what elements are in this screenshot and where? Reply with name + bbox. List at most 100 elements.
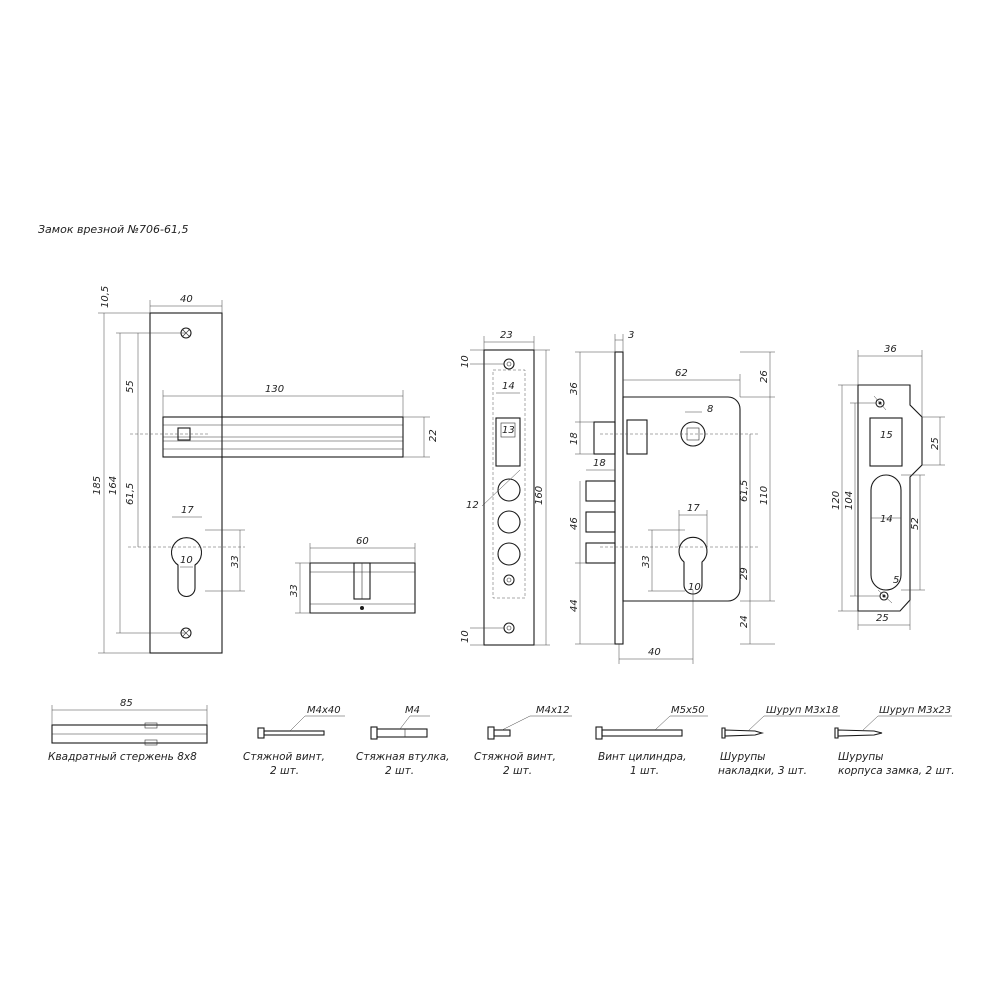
dimension-label: М5х50 — [671, 705, 705, 716]
dimension-label: корпуса замка, 2 шт. — [838, 765, 955, 777]
deadbolt — [593, 421, 616, 455]
dimension-label: 3 — [628, 330, 634, 341]
dimension-label: накладки, 3 шт. — [718, 765, 807, 777]
dimension-label: 40 — [180, 294, 193, 305]
dimension-label: 36 — [569, 382, 580, 395]
latch-1 — [585, 480, 616, 502]
accessory-tie-screw-m4x12: М4х12 Стяжной винт, 2 шт. — [474, 705, 572, 777]
accessories-row: 85 Квадратный стержень 8х8 М4х40 Стяжной… — [48, 698, 955, 777]
cylinder-body — [309, 562, 416, 614]
strike-bolt-hole — [869, 417, 903, 467]
accessory-tie-screw-m4x40: М4х40 Стяжной винт, 2 шт. — [243, 705, 345, 777]
faceplate-view: 23 14 13 10 10 160 12 — [460, 330, 550, 646]
dimension-label: 26 — [759, 370, 770, 383]
dimension-label: 60 — [356, 536, 369, 547]
dimension-label: 25 — [930, 437, 941, 450]
dimension-label: 52 — [910, 517, 921, 530]
dimension-label: 24 — [739, 615, 750, 628]
accessory-square-rod: 85 Квадратный стержень 8х8 — [48, 698, 208, 763]
faceplate — [483, 349, 535, 646]
dimension-label: 33 — [289, 584, 300, 597]
dimension-label: Стяжной винт, — [243, 751, 325, 763]
dimension-label: 40 — [648, 647, 661, 658]
dimension-label: 104 — [844, 491, 855, 510]
dimension-label: 15 — [880, 430, 893, 441]
dimension-label: 14 — [502, 381, 515, 392]
dimension-label: 10,5 — [100, 286, 111, 308]
dimension-label: 5 — [893, 575, 899, 586]
strike-latch-slot — [870, 474, 902, 591]
dimension-label: Винт цилиндра, — [598, 751, 686, 763]
handle-plate-view: 40 10,5 185 164 55 61,5 130 22 17 10 33 — [92, 286, 439, 654]
dimension-label: М4х12 — [536, 705, 570, 716]
dimension-label: Стяжная втулка, — [356, 751, 450, 763]
dimension-label: 164 — [108, 476, 119, 495]
dimension-label: 22 — [428, 429, 439, 442]
dimension-label: 33 — [230, 555, 241, 568]
dimension-label: 10 — [180, 555, 193, 566]
dimension-label: 55 — [125, 380, 136, 393]
accessory-cylinder-screw-m5x50: М5х50 Винт цилиндра, 1 шт. — [595, 705, 708, 777]
dimension-label: 44 — [569, 599, 580, 612]
handle-plate — [149, 312, 223, 654]
dimension-label: 8 — [707, 404, 713, 415]
dimension-label: 12 — [466, 500, 479, 511]
spindle-square-hole — [495, 417, 521, 467]
dimension-label: 120 — [831, 491, 842, 510]
cylinder-view: 60 33 — [289, 536, 416, 614]
dimension-label: 14 — [880, 514, 893, 525]
dimension-label: 17 — [687, 503, 700, 514]
latch-roller-2 — [497, 510, 521, 534]
dimension-label: 46 — [569, 517, 580, 530]
strike-plate-view: 36 25 120 104 15 14 52 5 25 — [831, 344, 945, 630]
dimension-label: 18 — [569, 432, 580, 445]
spindle-square — [177, 427, 191, 441]
dimension-label: 33 — [641, 555, 652, 568]
dimension-label: Шурупы — [838, 751, 883, 763]
dimension-label: Шуруп М3х23 — [879, 705, 951, 716]
dimension-label: 110 — [759, 486, 770, 505]
dimension-label: Квадратный стержень 8х8 — [48, 751, 197, 763]
dimension-label: Шуруп М3х18 — [766, 705, 838, 716]
dimension-label: 25 — [876, 613, 889, 624]
faceplate-screw-mid — [503, 574, 515, 586]
dimension-label: 29 — [739, 567, 750, 580]
lock-faceplate-edge — [614, 351, 624, 645]
dimension-label: 1 шт. — [630, 765, 659, 777]
dimension-label: 18 — [593, 458, 606, 469]
dimension-label: Стяжной винт, — [474, 751, 556, 763]
dimension-label: Шурупы — [720, 751, 765, 763]
latch-3 — [585, 542, 616, 564]
dimension-label: 2 шт. — [503, 765, 532, 777]
dimension-label: 23 — [500, 330, 513, 341]
dimension-label: 130 — [265, 384, 284, 395]
dimension-label: 85 — [120, 698, 133, 709]
latch-roller-1 — [497, 478, 521, 502]
dimension-label: М4х40 — [307, 705, 341, 716]
dimension-label: 10 — [688, 582, 701, 593]
dimension-label: 61,5 — [125, 483, 136, 505]
dimension-label: 160 — [534, 486, 545, 505]
dimension-label: 61,5 — [739, 480, 750, 502]
dimension-label: 2 шт. — [270, 765, 299, 777]
dimension-label: 10 — [460, 630, 471, 643]
lockbody-cylinder-hole — [678, 536, 708, 595]
accessory-tie-sleeve-m4: М4 Стяжная втулка, 2 шт. — [356, 705, 450, 777]
cylinder-keyhole — [171, 537, 202, 597]
faceplate-screw-top — [503, 358, 515, 370]
drawing-title: Замок врезной №706-61,5 — [38, 223, 189, 236]
accessory-wood-screw-m3x18: Шуруп М3х18 Шурупы накладки, 3 шт. — [718, 705, 840, 777]
dimension-label: 36 — [884, 344, 897, 355]
dimension-label: 10 — [460, 355, 471, 368]
strike-plate — [857, 384, 923, 612]
faceplate-screw-bottom — [503, 622, 515, 634]
dimension-label: 62 — [675, 368, 688, 379]
lockbody-view: 3 62 8 36 18 18 46 44 26 61,5 110 29 24 — [569, 330, 775, 664]
accessory-wood-screw-m3x23: Шуруп М3х23 Шурупы корпуса замка, 2 шт. — [834, 705, 955, 777]
latch-roller-3 — [497, 542, 521, 566]
latch-2 — [585, 511, 616, 533]
dimension-label: М4 — [405, 705, 420, 716]
dimension-label: 185 — [92, 476, 103, 495]
lock-case — [622, 396, 741, 602]
